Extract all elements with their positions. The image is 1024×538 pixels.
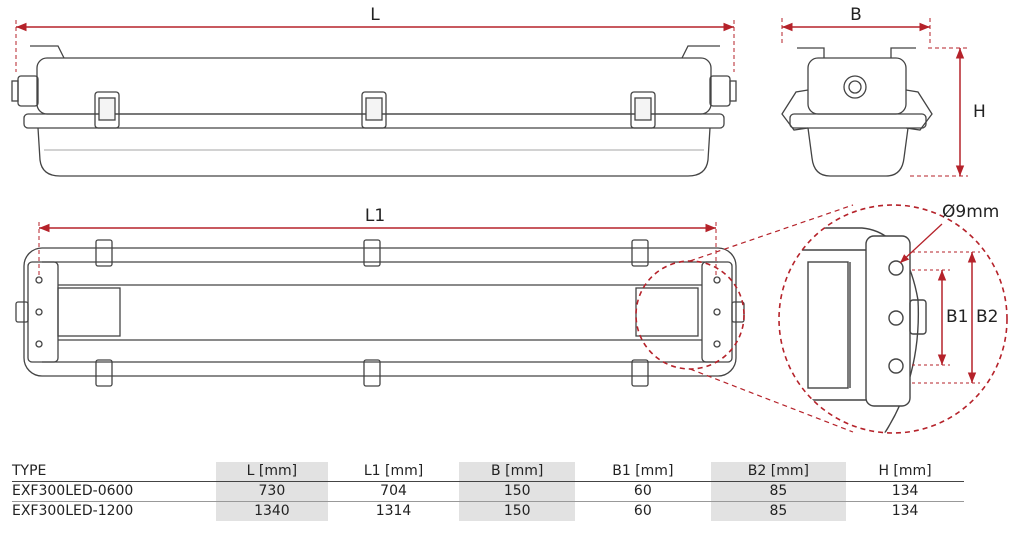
cell-type: EXF300LED-1200 bbox=[12, 503, 134, 519]
dim-H: H bbox=[910, 47, 986, 177]
cell-b1: 60 bbox=[575, 481, 711, 502]
cell-l1: 1314 bbox=[375, 503, 412, 519]
label-B1: B1 bbox=[946, 307, 968, 327]
side-view bbox=[11, 45, 737, 177]
label-H: H bbox=[973, 102, 986, 122]
bottom-view bbox=[15, 239, 745, 387]
dim-B1: B1 bbox=[912, 269, 968, 366]
header-b1: B1 [mm] bbox=[575, 462, 711, 482]
cell-h: 134 bbox=[846, 481, 964, 502]
header-type: TYPE bbox=[12, 462, 216, 482]
cell-l: 730 bbox=[216, 481, 328, 502]
table-row: EXF300LED-0600 730 704 150 60 85 134 bbox=[12, 481, 964, 502]
header-l: L [mm] bbox=[216, 462, 328, 482]
cell-h: 134 bbox=[891, 503, 919, 519]
table-row: EXF300LED-1200 1340 1314 150 60 85 134 bbox=[12, 501, 964, 521]
label-hole: Ø9mm bbox=[942, 202, 999, 222]
cell-b: 150 bbox=[459, 481, 576, 502]
dim-hole: Ø9mm bbox=[899, 202, 999, 264]
technical-drawing: L B H bbox=[11, 5, 1008, 434]
dim-L: L bbox=[15, 5, 735, 72]
header-h: H [mm] bbox=[846, 462, 964, 482]
header-b2: B2 [mm] bbox=[710, 462, 847, 482]
spec-table: TYPE L [mm] L1 [mm] B [mm] B1 [mm] B2 [m… bbox=[12, 462, 964, 521]
header-l1: L1 [mm] bbox=[327, 462, 460, 482]
label-B2: B2 bbox=[976, 307, 998, 327]
cell-b: 150 bbox=[459, 501, 576, 521]
end-view bbox=[781, 47, 933, 177]
cell-l: 1340 bbox=[216, 501, 328, 521]
cell-b2: 85 bbox=[710, 501, 847, 521]
dim-B2: B2 bbox=[912, 251, 998, 384]
cell-b2: 85 bbox=[710, 481, 847, 502]
label-L: L bbox=[370, 5, 380, 25]
label-L1: L1 bbox=[365, 206, 385, 226]
table-header-row: TYPE L [mm] L1 [mm] B [mm] B1 [mm] B2 [m… bbox=[12, 462, 964, 482]
cell-b1: 60 bbox=[633, 503, 652, 519]
dim-L1: L1 bbox=[38, 206, 717, 278]
label-B: B bbox=[850, 5, 862, 25]
cell-type: EXF300LED-0600 bbox=[12, 481, 216, 502]
header-b: B [mm] bbox=[459, 462, 576, 482]
dim-B: B bbox=[781, 5, 931, 46]
cell-l1: 704 bbox=[327, 481, 460, 502]
